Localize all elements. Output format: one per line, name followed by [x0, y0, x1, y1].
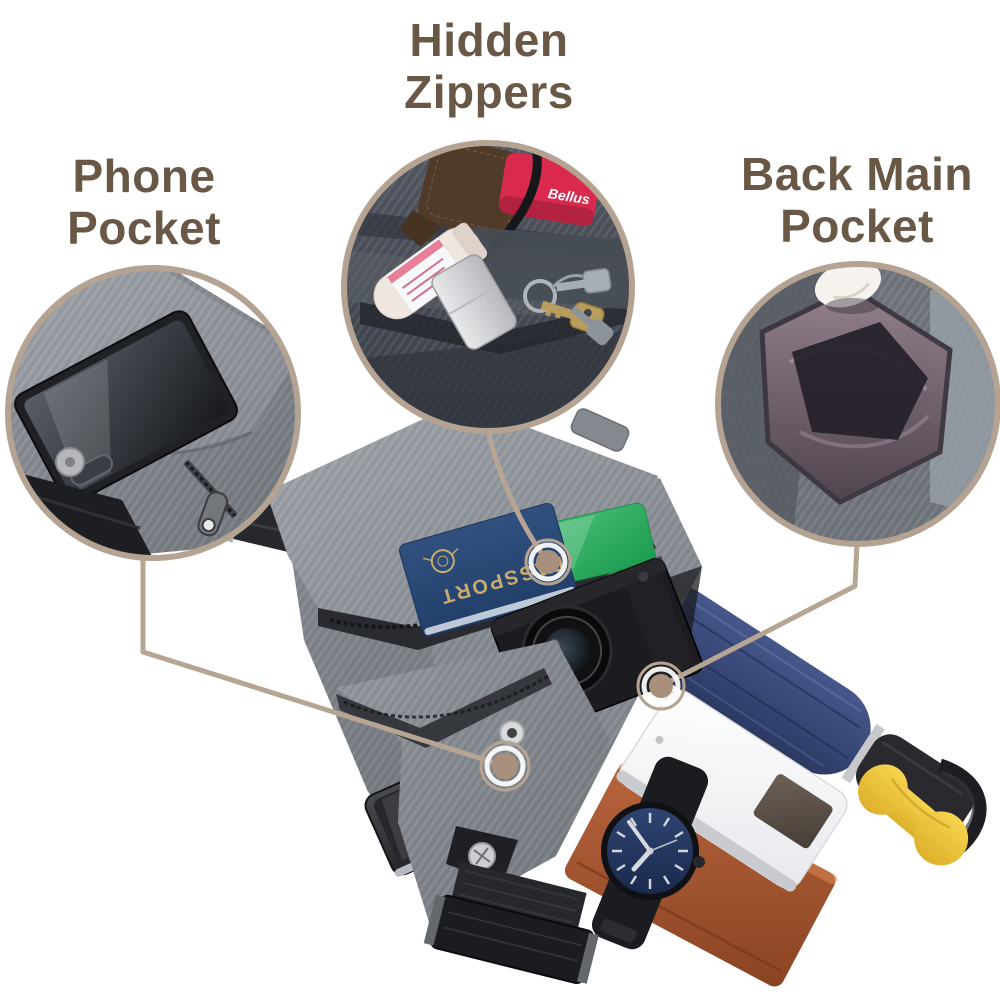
callout-ring: [341, 140, 635, 434]
keyring: [523, 279, 557, 313]
label-phone-pocket-line2: Pocket: [67, 202, 221, 254]
line-phone-pocket: [140, 558, 506, 769]
label-phone-pocket-line1: Phone: [72, 150, 216, 202]
line-back-main-pocket: [659, 543, 860, 689]
callout-circle-back-main-pocket: [715, 261, 1000, 547]
target-marker-back-main-pocket: [636, 661, 686, 711]
label-hidden-zippers-line1: Hidden: [409, 14, 569, 66]
watch-ticks: [612, 813, 688, 889]
umbrella-ferrule: [841, 723, 885, 784]
keys: [523, 268, 614, 346]
target-marker-hidden-zippers: [524, 538, 572, 586]
label-phone-pocket: Phone Pocket: [67, 150, 221, 254]
usb-flash-drive: [431, 254, 517, 350]
magnetic-snap-button: [499, 720, 525, 746]
label-back-main-pocket-line1: Back Main: [740, 148, 974, 200]
power-bank-screen: [753, 774, 833, 849]
bottom-strap-buckle: [423, 861, 599, 985]
label-hidden-zippers: Hidden Zippers: [404, 14, 574, 118]
callout-ring: [715, 261, 1000, 547]
zipper-pull: [197, 491, 229, 537]
label-hidden-zippers-line2: Zippers: [404, 66, 574, 118]
passport-emblem: [423, 547, 459, 574]
callout-circle-phone-pocket: [5, 265, 301, 561]
watch-crown: [693, 856, 705, 868]
label-back-main-pocket: Back Main Pocket: [741, 148, 973, 252]
leather-key-pouch: [399, 143, 530, 247]
callout-ring: [5, 265, 301, 561]
wristwatch: [591, 756, 709, 950]
red-item-text: Bellus: [547, 185, 591, 207]
target-marker-phone-pocket: [479, 740, 531, 792]
pocket-interior-shadow: [792, 322, 928, 440]
hand-holding-pocket: [814, 264, 882, 308]
callout-circle-hidden-zippers: Bellus: [341, 140, 635, 434]
lip-balm-tube: [373, 222, 488, 320]
bag-hang-tab: [570, 408, 630, 452]
label-back-main-pocket-line2: Pocket: [780, 200, 934, 252]
umbrella-yellow-grip: [858, 764, 969, 866]
